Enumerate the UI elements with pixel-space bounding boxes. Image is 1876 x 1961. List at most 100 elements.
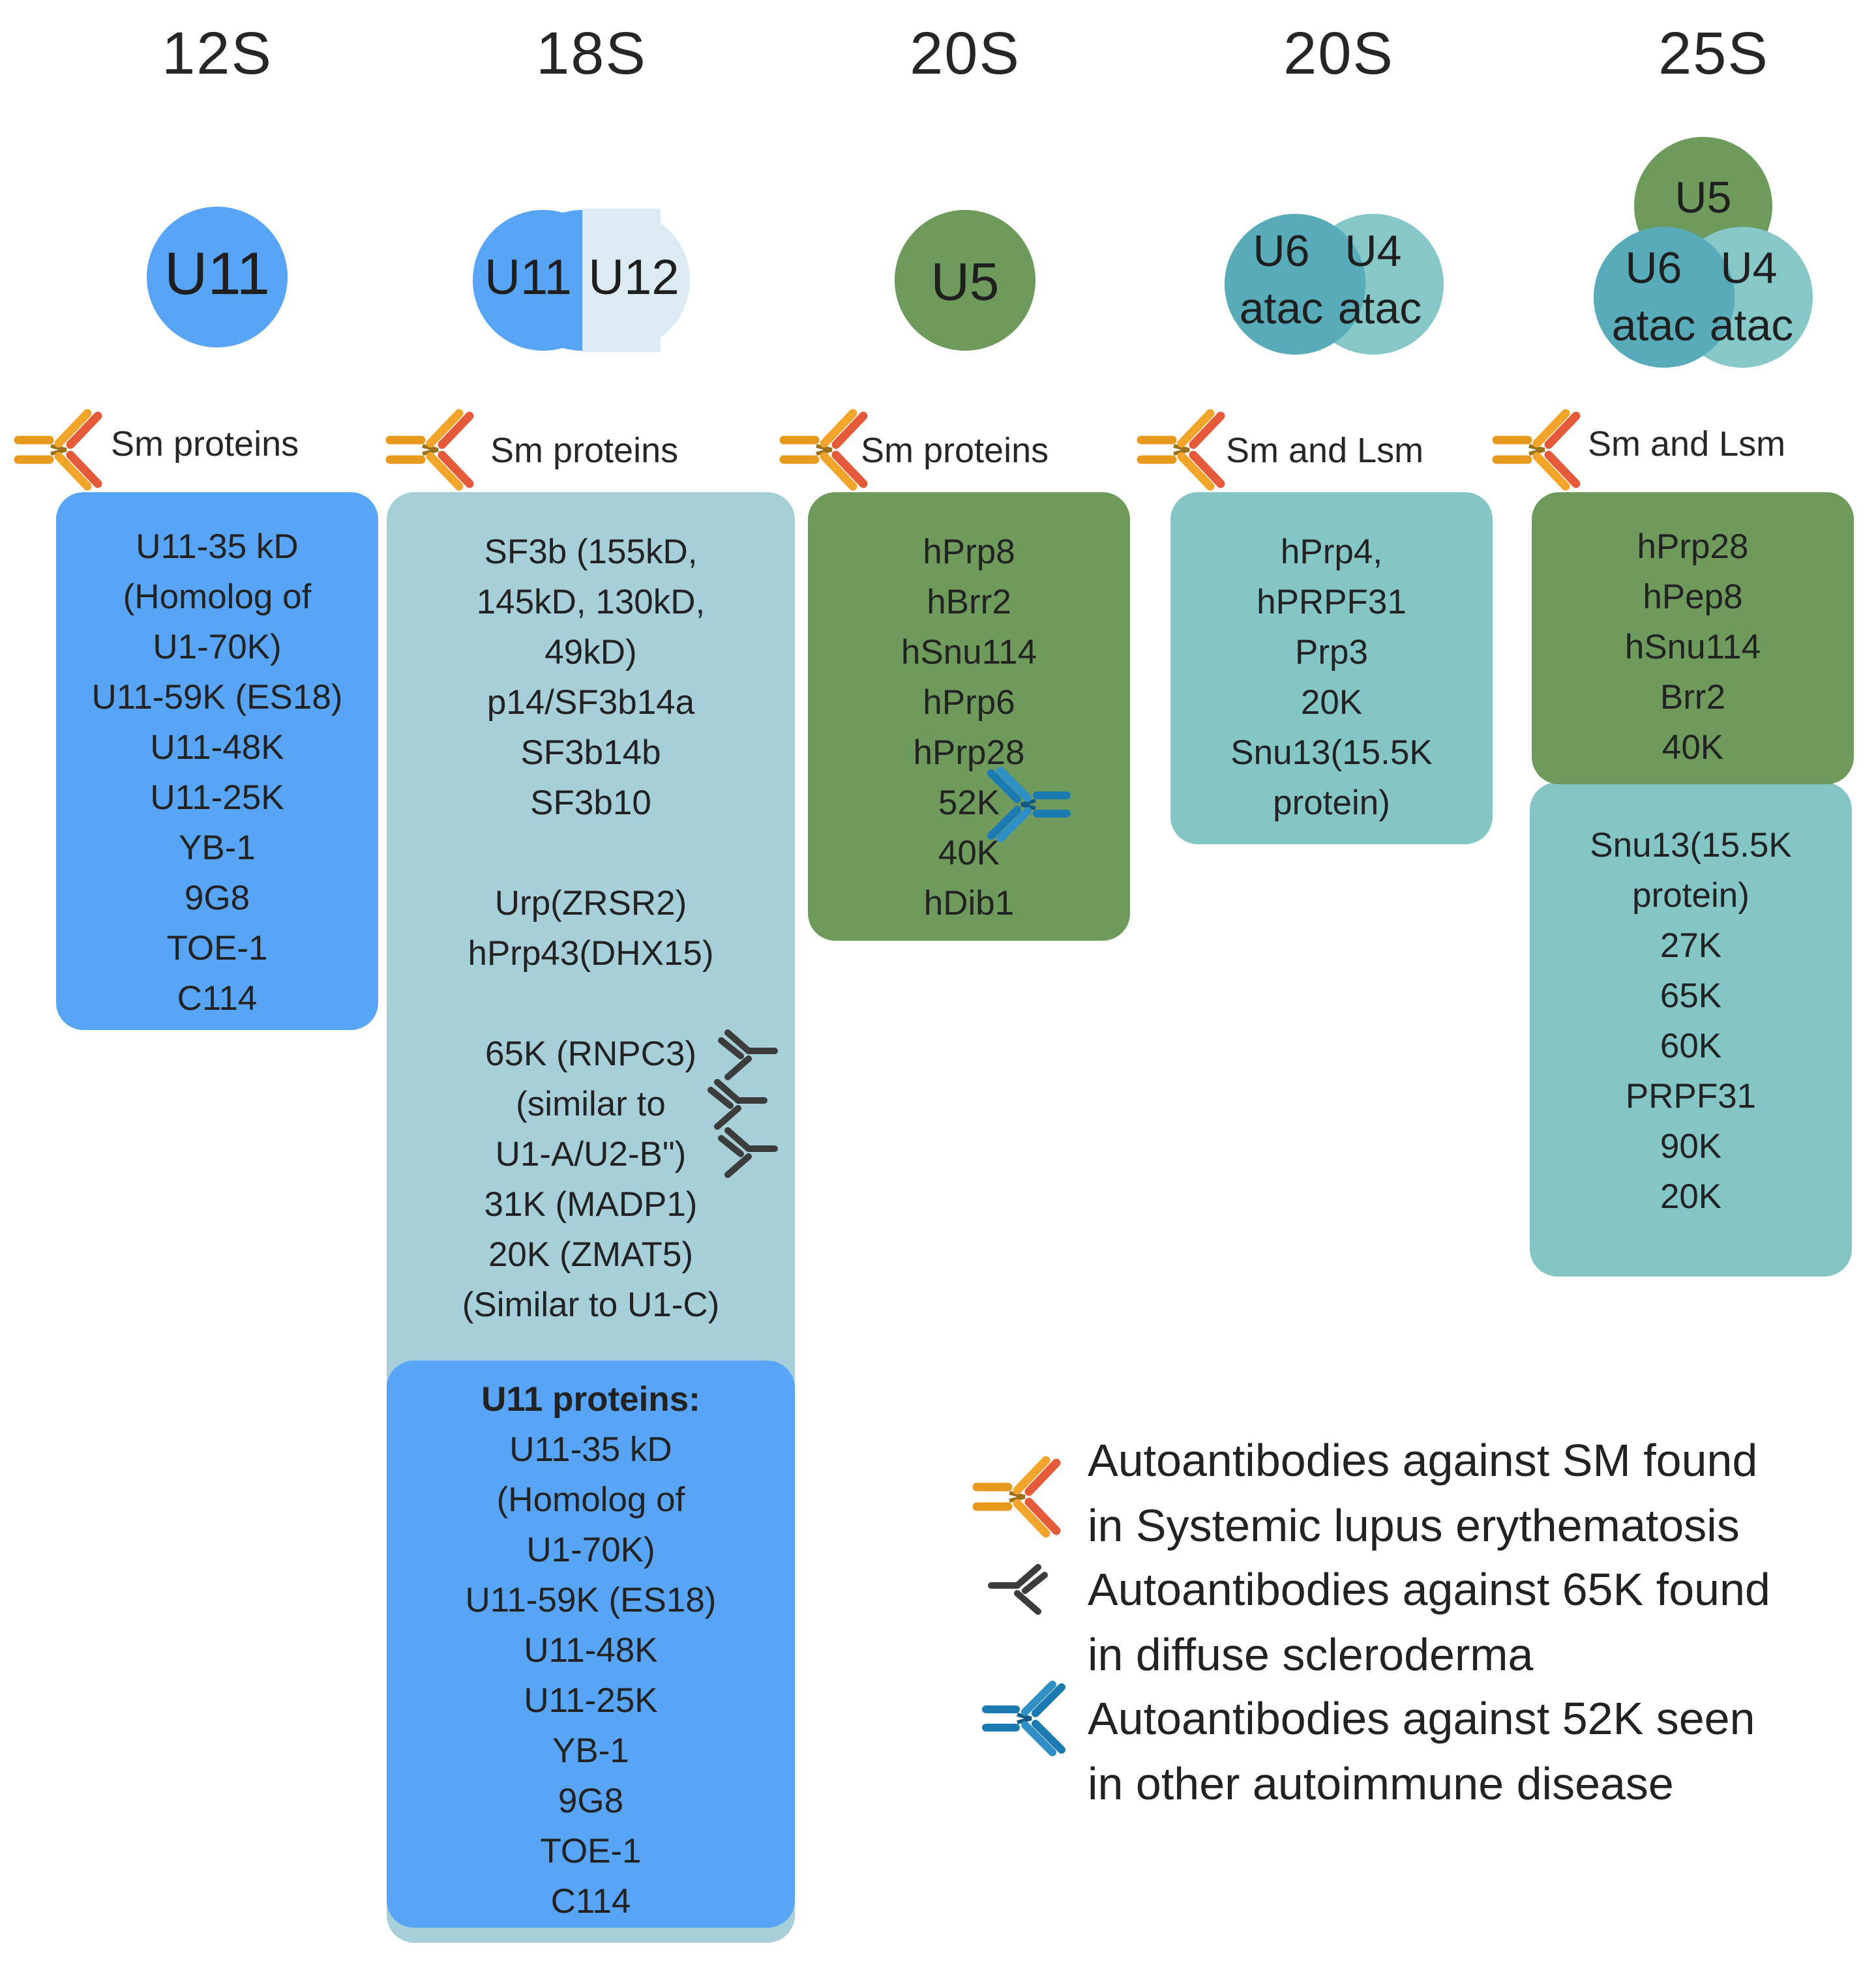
protein-item: 90K	[1660, 1127, 1722, 1166]
protein-item: U11-48K	[524, 1631, 658, 1670]
protein-list-12s: U11-35 kD (Homolog of U1-70K) U11-59K (E…	[56, 522, 378, 1024]
u6-atac-label-25s: atac	[1611, 301, 1696, 350]
protein-item: U11-48K	[150, 728, 284, 767]
box-18s-u11	[387, 1361, 795, 1928]
protein-item: 40K	[1661, 728, 1724, 767]
antibody-label-18s: Sm proteins	[490, 431, 679, 470]
legend-line: Autoantibodies against SM found	[1088, 1435, 1758, 1486]
legend-line: in Systemic lupus erythematosis	[1088, 1500, 1740, 1551]
legend-blue-antibody-icon	[986, 1685, 1062, 1752]
protein-item: 20K	[1300, 683, 1363, 722]
protein-item: Brr2	[1660, 678, 1726, 716]
protein-list-25s-u4u6: Snu13(15.5K protein) 27K 65K 60K PRPF31 …	[1530, 820, 1852, 1222]
box-20s-u4u6	[1170, 492, 1493, 844]
u11-circle-18s	[473, 210, 614, 351]
protein-item: 60K	[1660, 1027, 1722, 1065]
protein-item: p14/SF3b14a	[486, 683, 695, 722]
protein-item: 145kD, 130kD,	[476, 583, 706, 621]
antibody-orange-icon	[390, 413, 469, 486]
protein-item: 20K (ZMAT5)	[488, 1235, 694, 1274]
protein-item: C114	[177, 979, 258, 1018]
protein-item: Snu13(15.5K	[1230, 733, 1433, 772]
protein-item: hSnu114	[901, 633, 1037, 671]
box-25s-u5	[1532, 492, 1854, 784]
protein-item: 9G8	[184, 879, 250, 917]
u6-atac-label: atac	[1239, 284, 1324, 333]
protein-list-25s-u5: hPrp28 hPep8 hSnu114 Brr2 40K	[1532, 522, 1854, 773]
legend-gray-antibody-icon	[991, 1567, 1045, 1612]
u11-circle-label: U11	[164, 241, 270, 307]
protein-item: hPrp4,	[1280, 533, 1383, 571]
protein-item: 65K	[1660, 977, 1722, 1015]
protein-item: U11-35 kD	[136, 527, 299, 566]
u11-circle-label-18s: U11	[484, 250, 572, 305]
protein-item: 65K (RNPC3)	[485, 1035, 696, 1073]
protein-item: hPRPF31	[1257, 583, 1407, 621]
legend-sm-text: Autoantibodies against SM found in Syste…	[1088, 1428, 1757, 1558]
u4-circle-label: U4	[1345, 226, 1402, 276]
legend-52k-text: Autoantibodies against 52K seen in other…	[1088, 1686, 1755, 1816]
protein-item: (Homolog of	[123, 578, 312, 616]
protein-item: protein)	[1632, 876, 1749, 915]
protein-item: U1-A/U2-B")	[495, 1135, 687, 1173]
protein-item: hPrp6	[923, 683, 1015, 722]
protein-item: 40K	[938, 834, 1000, 872]
protein-item: hPep8	[1643, 578, 1743, 616]
box-25s-u4u6	[1530, 782, 1852, 1276]
protein-item: SF3b (155kD,	[484, 533, 698, 571]
column-title-20s-u4u6: 20S	[1283, 20, 1394, 87]
u11-circle	[147, 207, 288, 347]
legend-orange-antibody-icon	[977, 1460, 1056, 1533]
u12-overlay	[582, 209, 661, 352]
legend-line: in other autoimmune disease	[1088, 1758, 1674, 1809]
protein-item: U11-59K (ES18)	[91, 678, 343, 716]
protein-item: protein)	[1273, 784, 1390, 822]
protein-item: TOE-1	[540, 1832, 642, 1870]
u6-circle-label-25s: U6	[1625, 243, 1682, 293]
protein-item: hPrp8	[923, 533, 1015, 571]
antibody-orange-icon	[1141, 413, 1221, 486]
protein-item: 49kD)	[544, 633, 637, 671]
protein-item: hPrp43(DHX15)	[468, 934, 714, 973]
u6-circle-label: U6	[1253, 226, 1310, 276]
protein-list-20s-u4u6: hPrp4, hPRPF31 Prp3 20K Snu13(15.5K prot…	[1170, 527, 1493, 828]
antibody-label-12s: Sm proteins	[111, 424, 299, 464]
antibody-orange-icon	[1496, 413, 1576, 486]
box-12s	[56, 492, 378, 1030]
protein-item: SF3b10	[530, 784, 651, 822]
antibody-orange-icon	[18, 413, 98, 486]
protein-item: Urp(ZRSR2)	[494, 884, 687, 922]
protein-item: U1-70K)	[526, 1531, 655, 1569]
u5-circle-label-25s: U5	[1675, 173, 1732, 222]
protein-item: YB-1	[179, 829, 256, 867]
protein-item: (Similar to U1-C)	[462, 1286, 720, 1324]
column-title-12s: 12S	[162, 20, 273, 87]
legend-line: Autoantibodies against 52K seen	[1088, 1693, 1755, 1744]
u5-circle-label: U5	[931, 252, 1000, 312]
u4atac-overlap	[1302, 226, 1366, 343]
protein-list-20s-u5: hPrp8 hBrr2 hSnu114 hPrp6 hPrp28 52K 40K…	[808, 527, 1130, 928]
protein-item: PRPF31	[1625, 1077, 1757, 1115]
u4-circle-label-25s: U4	[1720, 243, 1778, 293]
protein-item: 31K (MADP1)	[484, 1185, 698, 1224]
antibody-label-20s-u5: Sm proteins	[861, 431, 1049, 470]
protein-item: YB-1	[552, 1732, 629, 1770]
u5-circle	[895, 210, 1035, 351]
protein-item: hDib1	[923, 884, 1015, 922]
protein-item: 27K	[1660, 926, 1722, 965]
legend-65k-text: Autoantibodies against 65K found in diff…	[1088, 1557, 1770, 1687]
u4atac-overlap-25s	[1671, 239, 1735, 356]
protein-item: U11-59K (ES18)	[465, 1581, 717, 1619]
antibody-orange-icon	[784, 413, 863, 486]
protein-item: SF3b14b	[520, 733, 661, 772]
protein-item: U11-35 kD	[509, 1430, 672, 1469]
protein-item: hSnu114	[1624, 628, 1761, 666]
protein-item: Prp3	[1295, 633, 1368, 671]
box-20s-u5	[808, 492, 1130, 941]
protein-item: (similar to	[516, 1085, 666, 1123]
protein-item: U11-25K	[150, 778, 284, 817]
protein-item: (Homolog of	[496, 1481, 685, 1519]
u11-proteins-header: U11 proteins:	[481, 1380, 700, 1419]
protein-item: 52K	[938, 784, 1000, 822]
